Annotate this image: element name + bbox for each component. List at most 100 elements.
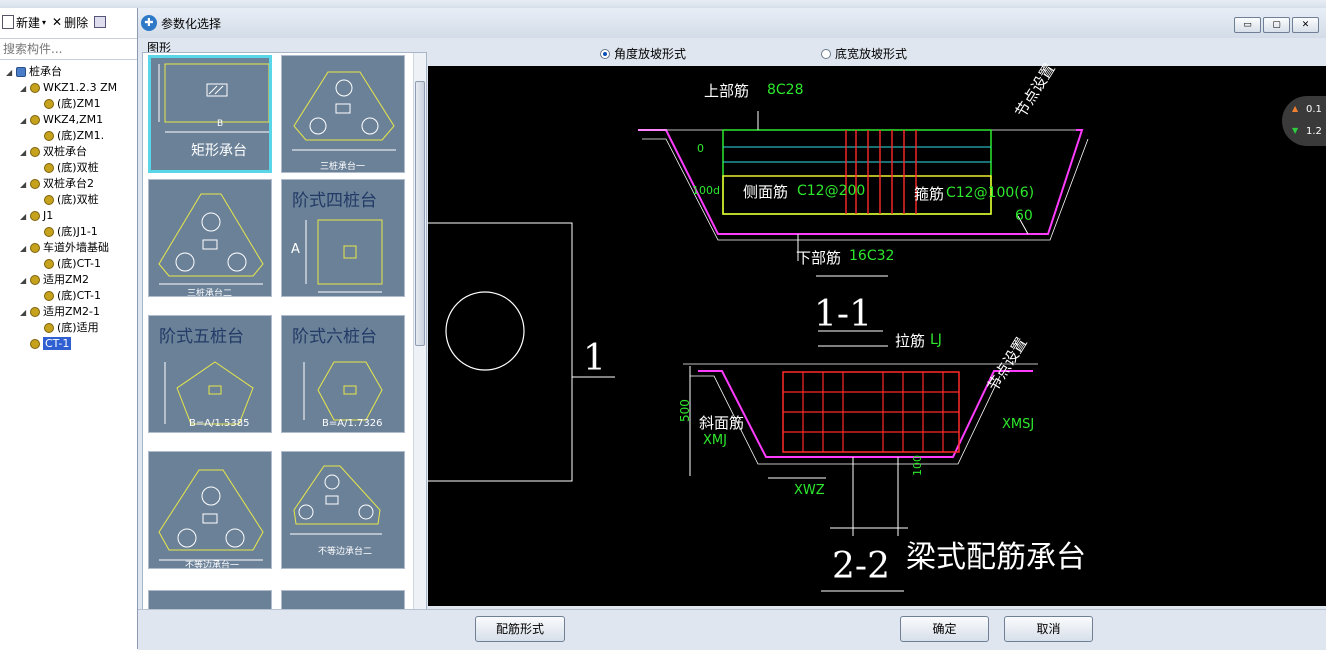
- tree-item[interactable]: (底)J1-1: [0, 224, 137, 240]
- gallery-scrollbar[interactable]: [413, 53, 426, 610]
- three-pile-cap-1-diagram: [292, 71, 396, 151]
- tree-item-label: 桩承台: [29, 65, 62, 78]
- label-top-rebar: 上部筋: [704, 82, 750, 100]
- dialog-title: 参数化选择: [161, 16, 222, 31]
- tree-item-label: (底)双桩: [57, 161, 99, 174]
- shapes-label: 图形: [147, 41, 172, 55]
- component-icon: [44, 163, 54, 173]
- shape-gallery: B 矩形承台 三桩承台一 三桩承: [142, 52, 427, 611]
- label-dim-100: 100: [911, 455, 924, 476]
- rebar-form-button[interactable]: 配筋形式: [475, 616, 565, 642]
- up-arrow-icon: ▲: [1292, 104, 1299, 113]
- tree-expander-icon[interactable]: ◢: [20, 212, 27, 221]
- three-pile-cap-2-diagram: [158, 193, 264, 285]
- component-icon: [30, 179, 40, 189]
- tree-item[interactable]: (底)双桩: [0, 192, 137, 208]
- tree-item[interactable]: ◢WKZ1.2.3 ZM: [0, 80, 137, 96]
- tree-item-label: 双桩承台: [43, 145, 87, 158]
- component-icon: [44, 291, 54, 301]
- component-icon: [44, 99, 54, 109]
- step-five-pile-formula: B=A/1.5385: [189, 418, 250, 429]
- value-top-rebar: 8C28: [767, 82, 804, 98]
- step-five-pile-label: 阶式五桩台: [159, 327, 244, 347]
- maximize-button[interactable]: ▢: [1263, 17, 1290, 33]
- component-icon: [30, 339, 40, 349]
- tree-item[interactable]: ◢J1: [0, 208, 137, 224]
- component-icon: [30, 275, 40, 285]
- shape-three-pile-cap-1[interactable]: 三桩承台一: [281, 55, 405, 173]
- tree-expander-icon[interactable]: ◢: [6, 68, 13, 77]
- tree-expander-icon[interactable]: ◢: [20, 244, 27, 253]
- tree-item-label: (底)CT-1: [57, 257, 101, 270]
- floating-indicator-widget[interactable]: ▲ 0.1 ▼ 1.2: [1282, 96, 1326, 146]
- new-button[interactable]: 新建▾: [2, 14, 46, 31]
- tree-item[interactable]: (底)CT-1: [0, 256, 137, 272]
- tree-expander-icon[interactable]: ◢: [20, 180, 27, 189]
- label-bottom-rebar: 下部筋: [796, 249, 842, 267]
- tree-item[interactable]: ◢ 桩承台: [0, 64, 137, 80]
- tree-item[interactable]: (底)双桩: [0, 160, 137, 176]
- tree-item[interactable]: ◢WKZ4,ZM1: [0, 112, 137, 128]
- component-icon: [30, 115, 40, 125]
- cap-section-drawing: [428, 111, 1089, 592]
- shape-step-four-pile[interactable]: 阶式四桩台 A: [281, 179, 405, 297]
- tree-item[interactable]: CT-1: [0, 336, 137, 352]
- delete-button[interactable]: ✕ 删除: [52, 15, 89, 30]
- tree-item[interactable]: (底)适用: [0, 320, 137, 336]
- shape-unequal-cap-2[interactable]: 不等边承台二: [281, 451, 405, 569]
- copy-icon[interactable]: [94, 16, 107, 28]
- gallery-scrollbar-thumb[interactable]: [415, 81, 425, 346]
- tree-item[interactable]: ◢车道外墙基础: [0, 240, 137, 256]
- component-icon: [30, 147, 40, 157]
- component-icon: [44, 227, 54, 237]
- unequal-cap-2-label: 不等边承台二: [318, 547, 373, 557]
- component-icon: [30, 83, 40, 93]
- ok-button[interactable]: 确定: [900, 616, 989, 642]
- tree-item[interactable]: ◢ 适用ZM2: [0, 272, 137, 288]
- tree-item[interactable]: (底)CT-1: [0, 288, 137, 304]
- label-side-rebar: 侧面筋: [743, 183, 789, 201]
- tree-expander-icon[interactable]: ◢: [20, 84, 27, 93]
- rect-cap-label: 矩形承台: [191, 143, 247, 159]
- tree-item-label: CT-1: [43, 337, 72, 350]
- step-six-pile-formula: B=A/1.7326: [322, 418, 383, 429]
- tree-item[interactable]: (底)ZM1: [0, 96, 137, 112]
- tree-expander-icon[interactable]: ◢: [20, 308, 27, 317]
- tree-expander-icon[interactable]: ◢: [20, 116, 27, 125]
- cancel-button[interactable]: 取消: [1004, 616, 1093, 642]
- minimize-button[interactable]: ▭: [1234, 17, 1261, 33]
- step-six-pile-diagram: [303, 361, 383, 421]
- dialog-titlebar: ✚ 参数化选择 ▭ ▢ ✕: [138, 8, 1326, 38]
- shape-three-pile-cap-2[interactable]: 三桩承台二: [148, 179, 272, 297]
- tree-item[interactable]: ◢ 双桩承台: [0, 144, 137, 160]
- tree-item-label: 适用ZM2: [43, 273, 90, 286]
- value-tie: LJ: [930, 332, 942, 348]
- shape-unequal-cap-1[interactable]: 不等边承台一: [148, 451, 272, 569]
- tree-item[interactable]: ◢ 双桩承台2: [0, 176, 137, 192]
- drawing-canvas: 上部筋 8C28 0 100d 侧面筋 C12@200 箍筋 C12@100(6…: [428, 60, 1326, 606]
- component-tree: ◢桩承台◢WKZ1.2.3 ZM(底)ZM1◢WKZ4,ZM1(底)ZM1.◢双…: [0, 64, 137, 352]
- label-section-1-1: 1-1: [814, 294, 872, 335]
- drawing-title: 梁式配筋承台: [906, 540, 1086, 575]
- shape-thumb-partial-2[interactable]: [281, 590, 405, 610]
- component-icon: [30, 307, 40, 317]
- shape-rect-cap[interactable]: B 矩形承台: [148, 55, 272, 173]
- radio-bottom-width-slope[interactable]: 底宽放坡形式: [821, 45, 907, 62]
- down-arrow-icon: ▼: [1292, 126, 1299, 135]
- tree-item[interactable]: ◢ 适用ZM2-1: [0, 304, 137, 320]
- tree-expander-icon[interactable]: ◢: [20, 148, 27, 157]
- close-button[interactable]: ✕: [1292, 17, 1319, 33]
- shape-step-five-pile[interactable]: 阶式五桩台 B=A/1.5385: [148, 315, 272, 433]
- shape-thumb-partial-1[interactable]: [148, 590, 272, 610]
- shape-step-six-pile[interactable]: 阶式六桩台 B=A/1.7326: [281, 315, 405, 433]
- radio-angle-slope[interactable]: 角度放坡形式: [600, 45, 686, 62]
- tree-expander-icon[interactable]: ◢: [20, 276, 27, 285]
- search-input[interactable]: 搜索构件...: [0, 38, 137, 60]
- step-six-pile-label: 阶式六桩台: [292, 327, 377, 347]
- tree-item-label: 双桩承台2: [43, 177, 94, 190]
- tree-item-label: 适用ZM2-1: [43, 305, 100, 318]
- rect-cap-dim: B: [217, 119, 224, 129]
- tree-item[interactable]: (底)ZM1.: [0, 128, 137, 144]
- label-section-1: 1: [583, 338, 606, 379]
- radio-bottom-dot: [821, 48, 831, 59]
